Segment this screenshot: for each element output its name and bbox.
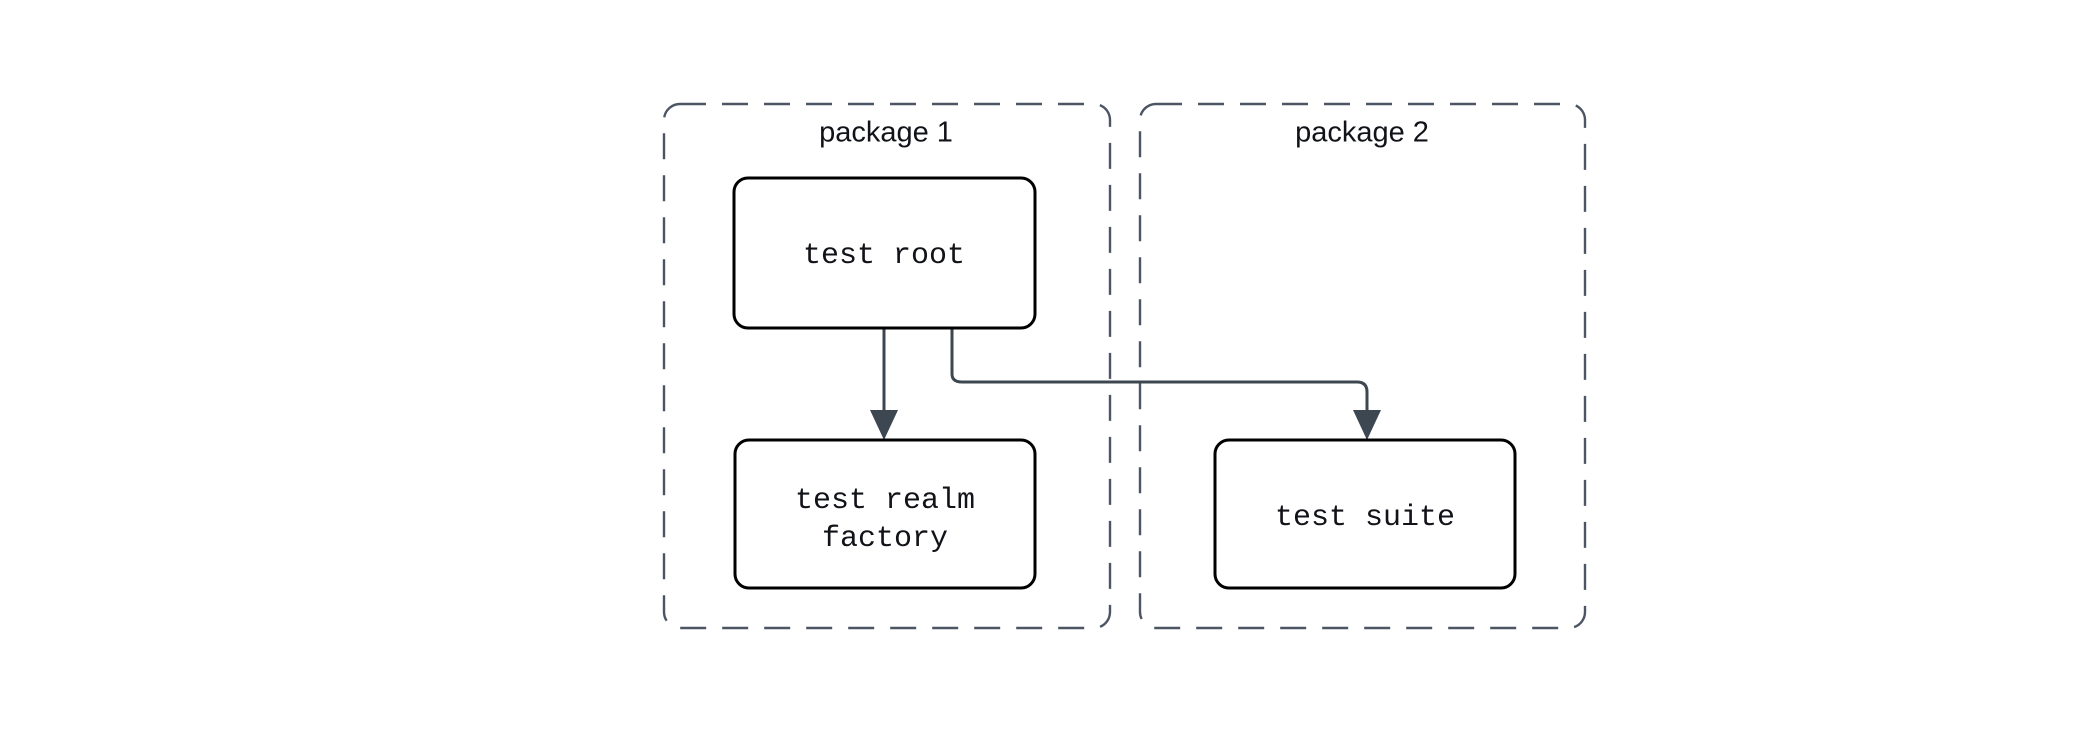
package-1-frame[interactable] (662, 102, 1112, 630)
package-2-label: package 2 (1295, 117, 1429, 149)
node-test-realm-factory-box[interactable] (733, 438, 1037, 590)
arrowhead-icon (1353, 410, 1381, 440)
package-1-label: package 1 (819, 117, 953, 149)
arrowhead-icon (870, 410, 898, 440)
node-test-root-label: test root (803, 239, 965, 273)
node-test-suite-box[interactable] (1213, 438, 1517, 590)
edge-root-to-realm-factory[interactable] (870, 329, 898, 440)
node-test-realm-factory[interactable]: test realm factory (733, 438, 1037, 590)
node-test-realm-factory-label-line2: factory (822, 522, 948, 556)
node-test-root-box[interactable] (732, 176, 1037, 330)
package-2-frame[interactable] (1138, 102, 1587, 630)
package-group-2[interactable]: package 2 (1138, 102, 1587, 630)
node-test-suite-label: test suite (1275, 501, 1455, 535)
node-test-realm-factory-label-line1: test realm (795, 484, 975, 518)
edge-root-to-suite-line[interactable] (950, 329, 1369, 424)
node-test-root[interactable]: test root (732, 176, 1037, 330)
edge-root-to-suite[interactable] (950, 329, 1381, 440)
package-group-1[interactable]: package 1 (662, 102, 1112, 630)
node-test-suite[interactable]: test suite (1213, 438, 1517, 590)
